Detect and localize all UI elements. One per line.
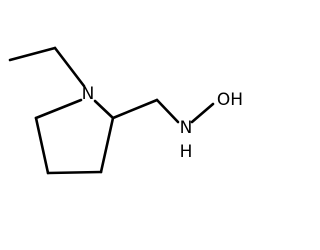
atom-amine-nitrogen: N xyxy=(180,118,193,138)
structure-canvas: N N H OH xyxy=(8,46,244,175)
bond-n-o xyxy=(190,102,215,124)
molecule-structure: N N H OH xyxy=(8,46,243,175)
bond-ring-c3-c2 xyxy=(99,116,115,174)
bond-ring-n-c5 xyxy=(34,98,83,120)
bond-ring-c2-n xyxy=(93,99,115,120)
bond-c2-ch2 xyxy=(111,98,159,120)
bond-ch2-n xyxy=(155,98,180,124)
atom-amine-hydrogen: H xyxy=(180,142,193,162)
bond-ring-c5-c4 xyxy=(34,116,50,175)
bond-ring-c4-c3 xyxy=(46,170,103,175)
atom-ring-nitrogen: N xyxy=(82,84,95,104)
atom-hydroxyl-oxygen: OH xyxy=(217,90,243,110)
bond-ethyl-ch2-n xyxy=(53,46,86,88)
bond-ethyl-ch3-ch2 xyxy=(8,46,57,62)
